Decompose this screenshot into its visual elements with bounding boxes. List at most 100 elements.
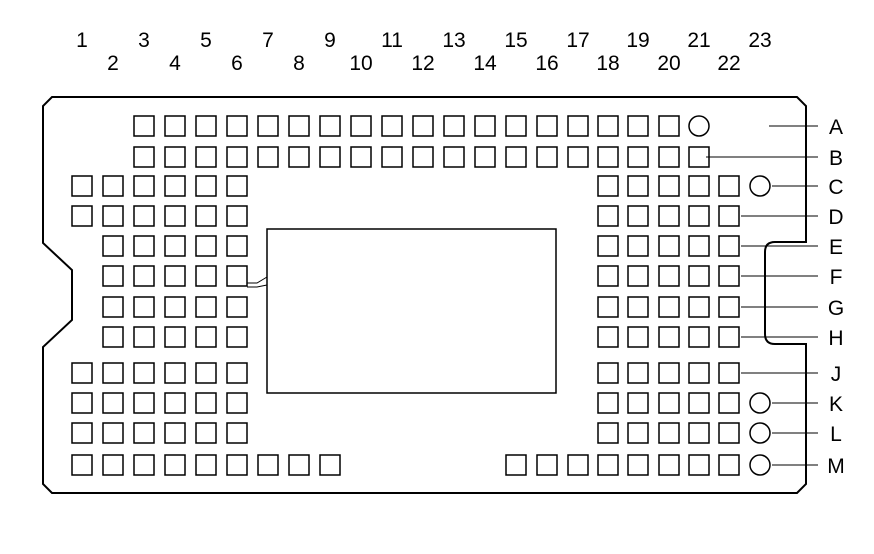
column-label: 7	[262, 29, 274, 52]
pad-H21	[688, 326, 710, 348]
pad-H2	[102, 326, 124, 348]
pad-M9	[319, 454, 341, 476]
row-label: K	[829, 393, 843, 416]
pad-G19	[627, 296, 649, 318]
pad-B16	[536, 146, 558, 168]
pad-C23	[749, 175, 771, 197]
pad-J18	[597, 362, 619, 384]
pad-A7	[257, 115, 279, 137]
pad-G18	[597, 296, 619, 318]
pad-G3	[133, 296, 155, 318]
pad-C3	[133, 175, 155, 197]
pad-B20	[658, 146, 680, 168]
pad-J22	[718, 362, 740, 384]
pad-H4	[164, 326, 186, 348]
pad-K5	[195, 392, 217, 414]
pad-F19	[627, 265, 649, 287]
pad-E4	[164, 235, 186, 257]
pad-G21	[688, 296, 710, 318]
pad-J1	[71, 362, 93, 384]
pad-C6	[226, 175, 248, 197]
pad-A16	[536, 115, 558, 137]
pad-E19	[627, 235, 649, 257]
pad-B10	[350, 146, 372, 168]
pad-G6	[226, 296, 248, 318]
pad-M18	[597, 454, 619, 476]
die-connector	[247, 284, 268, 288]
row-label: B	[829, 147, 843, 170]
pad-M8	[288, 454, 310, 476]
pad-C19	[627, 175, 649, 197]
pad-J5	[195, 362, 217, 384]
column-label: 16	[535, 52, 558, 75]
pad-K19	[627, 392, 649, 414]
pad-L20	[658, 422, 680, 444]
pad-J2	[102, 362, 124, 384]
pad-C22	[718, 175, 740, 197]
pad-A5	[195, 115, 217, 137]
pad-M15	[505, 454, 527, 476]
pad-E20	[658, 235, 680, 257]
row-label: G	[828, 297, 844, 320]
pad-D20	[658, 205, 680, 227]
pad-F20	[658, 265, 680, 287]
column-label: 19	[626, 29, 649, 52]
pad-E2	[102, 235, 124, 257]
column-label: 6	[231, 52, 243, 75]
pad-B8	[288, 146, 310, 168]
column-label: 3	[138, 29, 150, 52]
pad-H3	[133, 326, 155, 348]
column-label: 5	[200, 29, 212, 52]
pad-C4	[164, 175, 186, 197]
pad-B6	[226, 146, 248, 168]
row-label: A	[829, 116, 843, 139]
column-label: 9	[324, 29, 336, 52]
column-label: 13	[442, 29, 465, 52]
pad-E21	[688, 235, 710, 257]
pad-F6	[226, 265, 248, 287]
pad-H5	[195, 326, 217, 348]
pad-C2	[102, 175, 124, 197]
pad-A12	[412, 115, 434, 137]
pad-L4	[164, 422, 186, 444]
pad-H6	[226, 326, 248, 348]
pad-M3	[133, 454, 155, 476]
pad-D4	[164, 205, 186, 227]
pad-B5	[195, 146, 217, 168]
column-label: 21	[687, 29, 710, 52]
column-label: 17	[566, 29, 589, 52]
pad-L18	[597, 422, 619, 444]
pad-D3	[133, 205, 155, 227]
pad-M23	[749, 454, 771, 476]
pad-B9	[319, 146, 341, 168]
pad-B13	[443, 146, 465, 168]
row-label: D	[828, 206, 843, 229]
pad-F18	[597, 265, 619, 287]
pad-G5	[195, 296, 217, 318]
column-label: 4	[169, 52, 181, 75]
pad-F5	[195, 265, 217, 287]
pad-A11	[381, 115, 403, 137]
pad-L1	[71, 422, 93, 444]
row-label: F	[830, 266, 843, 289]
pad-J6	[226, 362, 248, 384]
pad-K22	[718, 392, 740, 414]
pad-F22	[718, 265, 740, 287]
pad-A19	[627, 115, 649, 137]
row-label: J	[831, 363, 842, 386]
pad-M21	[688, 454, 710, 476]
pad-E22	[718, 235, 740, 257]
pad-B14	[474, 146, 496, 168]
pad-K20	[658, 392, 680, 414]
pad-J19	[627, 362, 649, 384]
pad-A4	[164, 115, 186, 137]
pad-M19	[627, 454, 649, 476]
pad-D5	[195, 205, 217, 227]
pad-G20	[658, 296, 680, 318]
column-label: 14	[473, 52, 497, 75]
pad-C1	[71, 175, 93, 197]
pad-B12	[412, 146, 434, 168]
pad-A3	[133, 115, 155, 137]
pad-E18	[597, 235, 619, 257]
